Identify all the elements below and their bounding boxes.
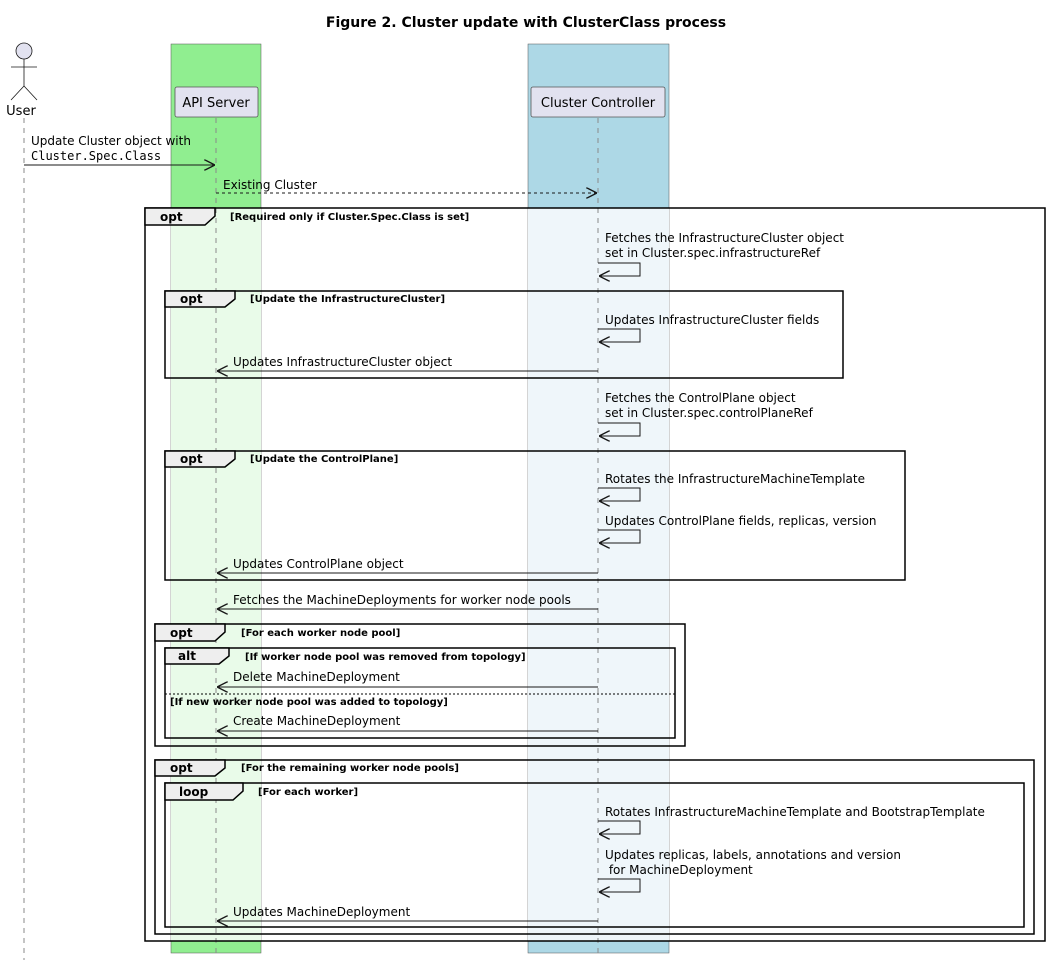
opt-pool-frame: opt [For each worker node pool] (154, 623, 686, 747)
loop-worker-condition: [For each worker] (258, 787, 358, 798)
opt-cp-condition: [Update the ControlPlane] (250, 454, 398, 465)
message-fetch-cp-line1: Fetches the ControlPlane object (605, 391, 796, 405)
diagram-title: Figure 2. Cluster update with ClusterCla… (326, 15, 726, 31)
message-fetch-md: Fetches the MachineDeployments for worke… (233, 593, 571, 607)
opt-remaining-frame: opt [For the remaining worker node pools… (154, 759, 1035, 935)
message-update-replicas-line2: for MachineDeployment (605, 863, 753, 877)
alt-removed-frame: alt [If worker node pool was removed fro… (164, 647, 676, 739)
api-server-label: API Server (182, 96, 250, 111)
arrow-update-replicas (598, 878, 641, 892)
alt-removed-condition: [If worker node pool was removed from to… (245, 652, 526, 663)
opt-pool-condition: [For each worker node pool] (241, 628, 400, 639)
message-fetch-cp-line2: set in Cluster.spec.controlPlaneRef (605, 406, 814, 420)
arrow-update-infra-fields (598, 328, 641, 342)
arrow-rotate-imt (598, 487, 641, 501)
opt-infra-keyword: opt (180, 292, 203, 306)
message-rotate-imt: Rotates the InfrastructureMachineTemplat… (605, 472, 865, 486)
opt-pool-keyword: opt (170, 626, 193, 640)
loop-worker-frame: loop [For each worker] (164, 782, 1025, 928)
opt-infra-frame: opt [Update the InfrastructureCluster] (164, 290, 844, 379)
message-update-infra-object: Updates InfrastructureCluster object (233, 355, 452, 369)
cluster-controller-label: Cluster Controller (541, 96, 656, 111)
message-update-cluster-line1: Update Cluster object with (31, 134, 191, 148)
message-create-md: Create MachineDeployment (233, 714, 401, 728)
loop-keyword: loop (179, 785, 209, 799)
message-existing-cluster: Existing Cluster (223, 178, 317, 192)
message-update-cp-object: Updates ControlPlane object (233, 557, 404, 571)
opt-main-frame: opt [Required only if Cluster.Spec.Class… (144, 207, 1046, 942)
message-rotate-imt-bt: Rotates InfrastructureMachineTemplate an… (605, 805, 985, 819)
cluster-controller-participant: Cluster Controller (530, 86, 666, 118)
message-update-cluster-line2: Cluster.Spec.Class (31, 149, 161, 163)
api-server-participant: API Server (174, 86, 259, 118)
arrow-rotate-imt-bt (598, 820, 641, 834)
arrow-fetch-cp (598, 422, 641, 436)
message-fetch-infra-line2: set in Cluster.spec.infrastructureRef (605, 246, 821, 260)
opt-infra-condition: [Update the InfrastructureCluster] (250, 294, 445, 305)
opt-cp-keyword: opt (180, 452, 203, 466)
opt-main-keyword: opt (160, 210, 183, 224)
user-actor-icon (10, 42, 38, 101)
opt-main-condition: [Required only if Cluster.Spec.Class is … (230, 212, 469, 223)
message-update-cp-fields: Updates ControlPlane fields, replicas, v… (605, 514, 877, 528)
message-update-infra-fields: Updates InfrastructureCluster fields (605, 313, 819, 327)
message-fetch-infra-line1: Fetches the InfrastructureCluster object (605, 231, 844, 245)
message-update-md: Updates MachineDeployment (233, 905, 410, 919)
else-added-condition: [If new worker node pool was added to to… (170, 697, 448, 708)
arrow-fetch-infra (598, 262, 641, 276)
alt-keyword: alt (178, 649, 196, 663)
opt-remaining-condition: [For the remaining worker node pools] (241, 763, 459, 774)
message-update-replicas-line1: Updates replicas, labels, annotations an… (605, 848, 901, 862)
opt-cp-frame: opt [Update the ControlPlane] (164, 450, 906, 581)
message-delete-md: Delete MachineDeployment (233, 670, 400, 684)
opt-remaining-keyword: opt (170, 761, 193, 775)
user-label: User (6, 104, 36, 119)
arrow-update-cp-fields (598, 529, 641, 543)
